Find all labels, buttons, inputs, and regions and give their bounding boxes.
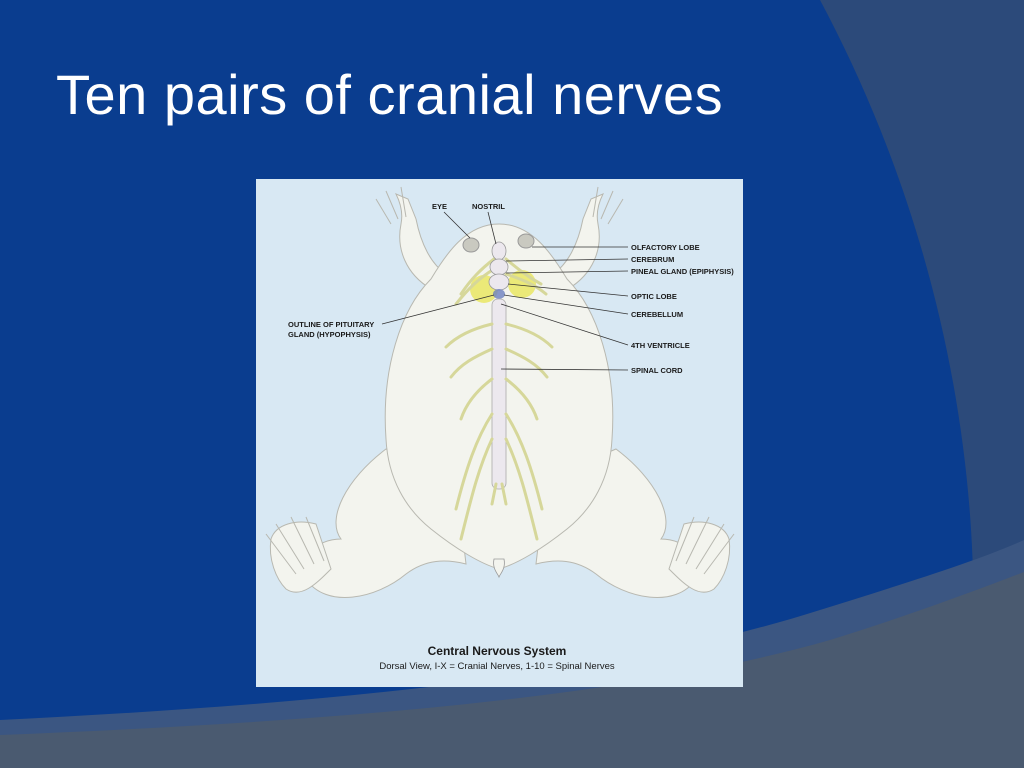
- eye-label: EYE: [432, 202, 447, 211]
- figure-caption-title: Central Nervous System: [428, 644, 567, 658]
- optic-lobe-label: OPTIC LOBE: [631, 292, 677, 301]
- leader-lines: [381, 211, 629, 371]
- left-eye: [462, 237, 480, 253]
- left-forelimb: [375, 186, 447, 290]
- pineal-gland-label: PINEAL GLAND (EPIPHYSIS): [631, 267, 734, 276]
- cerebrum-label: CEREBRUM: [631, 255, 674, 264]
- right-forelimb: [552, 186, 624, 290]
- nostril-label: NOSTRIL: [472, 202, 505, 211]
- spinal-cord: [491, 298, 507, 490]
- spinal-nerves: [444, 322, 554, 541]
- vent: [493, 558, 505, 579]
- olfactory-lobe-label: OLFACTORY LOBE: [631, 243, 700, 252]
- cerebellum-label: CEREBELLUM: [631, 310, 683, 319]
- frog-nervous-system-figure: EYE NOSTRIL OLFACTORY LOBE CEREBRUM PINE…: [256, 179, 743, 687]
- pituitary-label-line1: OUTLINE OF PITUITARY: [288, 320, 374, 329]
- frog-diagram: EYE NOSTRIL OLFACTORY LOBE CEREBRUM PINE…: [265, 186, 735, 672]
- figure-caption-subtitle: Dorsal View, I-X = Cranial Nerves, 1-10 …: [379, 661, 615, 672]
- slide-title: Ten pairs of cranial nerves: [56, 63, 724, 126]
- right-eye: [517, 233, 535, 249]
- pituitary-label-line2: GLAND (HYPOPHYSIS): [288, 330, 371, 339]
- fourth-ventricle-label: 4TH VENTRICLE: [631, 341, 690, 350]
- brain: [488, 241, 510, 299]
- spinal-cord-label: SPINAL CORD: [631, 366, 683, 375]
